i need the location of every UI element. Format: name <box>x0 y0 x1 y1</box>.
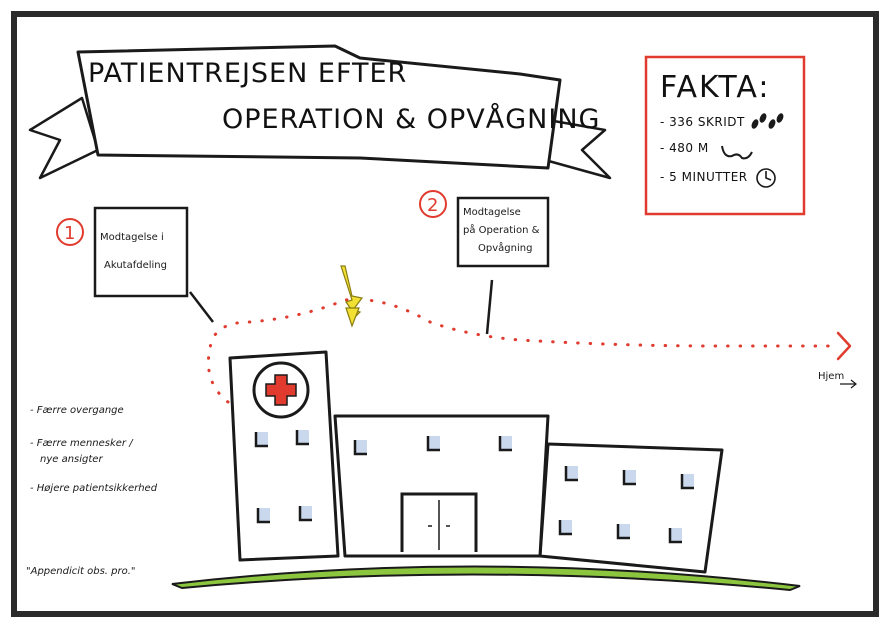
hospital-door <box>400 492 478 552</box>
facts-title: FAKTA: <box>660 70 770 105</box>
home-label: Hjem <box>818 371 844 382</box>
diagnosis-quote: "Appendicit obs. pro." <box>26 566 136 577</box>
title-banner: PATIENTREJSEN EFTER OPERATION & OPVÅGNIN… <box>28 44 612 180</box>
window <box>256 508 270 524</box>
hospital-building <box>171 350 801 592</box>
building-middle-wing <box>333 414 550 558</box>
lightning-icon <box>340 265 364 321</box>
window <box>680 474 694 490</box>
benefit-1-line1: - Færre overgange <box>30 405 124 416</box>
window <box>622 470 636 486</box>
facts-item-time: - 5 MINUTTER <box>660 170 748 184</box>
lightning-arrow <box>345 307 360 328</box>
benefit-2-line2: nye ansigter <box>40 454 103 465</box>
step-1-label-line1: Modtagelse i <box>100 232 164 243</box>
clock-icon <box>756 168 776 188</box>
page-frame <box>11 11 879 617</box>
benefit-3-line1: - Højere patientsikkerhed <box>30 483 158 494</box>
facts-box: FAKTA: - 336 SKRIDT - 480 M - 5 MINUTTER <box>644 55 806 216</box>
step-2: 2 Modtagelse på Operation & Opvågning <box>419 190 550 335</box>
facts-item-steps: - 336 SKRIDT <box>660 115 745 129</box>
benefit-2-line1: - Færre mennesker / <box>30 438 134 449</box>
window <box>558 520 572 536</box>
step-2-label-line2: på Operation & <box>463 223 540 236</box>
step-1-pointer <box>189 291 214 323</box>
step-2-card <box>456 196 550 268</box>
home-label-group: Hjem <box>818 371 857 389</box>
red-cross-icon <box>265 374 297 406</box>
facts-item-distance: - 480 M <box>660 141 709 155</box>
step-1-number: 1 <box>64 223 75 244</box>
building-windows <box>254 430 694 544</box>
building-right-wing <box>538 442 724 574</box>
step-1: 1 Modtagelse i Akutafdeling <box>56 206 214 323</box>
banner-title-line1: PATIENTREJSEN EFTER <box>88 58 407 89</box>
step-1-card <box>93 206 189 298</box>
window <box>295 430 309 446</box>
window <box>564 466 578 482</box>
window <box>668 528 682 544</box>
window <box>616 524 630 540</box>
step-2-pointer <box>485 279 494 335</box>
footsteps-icon <box>751 113 784 129</box>
window <box>353 440 367 456</box>
window <box>298 506 312 522</box>
facts-frame <box>644 55 806 216</box>
window <box>254 432 268 448</box>
step-2-label-line3: Opvågning <box>478 241 532 254</box>
window <box>498 436 512 452</box>
home-arrow-icon <box>840 379 857 389</box>
step-2-badge <box>419 190 447 218</box>
banner-body <box>76 44 562 170</box>
window <box>426 436 440 452</box>
step-2-label-line1: Modtagelse <box>463 207 521 218</box>
step-2-number: 2 <box>427 195 438 216</box>
benefits-list: - Færre overgange - Færre mennesker / ny… <box>30 405 158 494</box>
step-1-label-line2: Akutafdeling <box>104 260 167 271</box>
step-1-badge <box>56 218 84 246</box>
path-icon <box>721 145 753 160</box>
banner-title-line2: OPERATION & OPVÅGNING <box>222 103 600 135</box>
journey-arrowhead <box>836 331 852 361</box>
ground <box>171 565 801 592</box>
